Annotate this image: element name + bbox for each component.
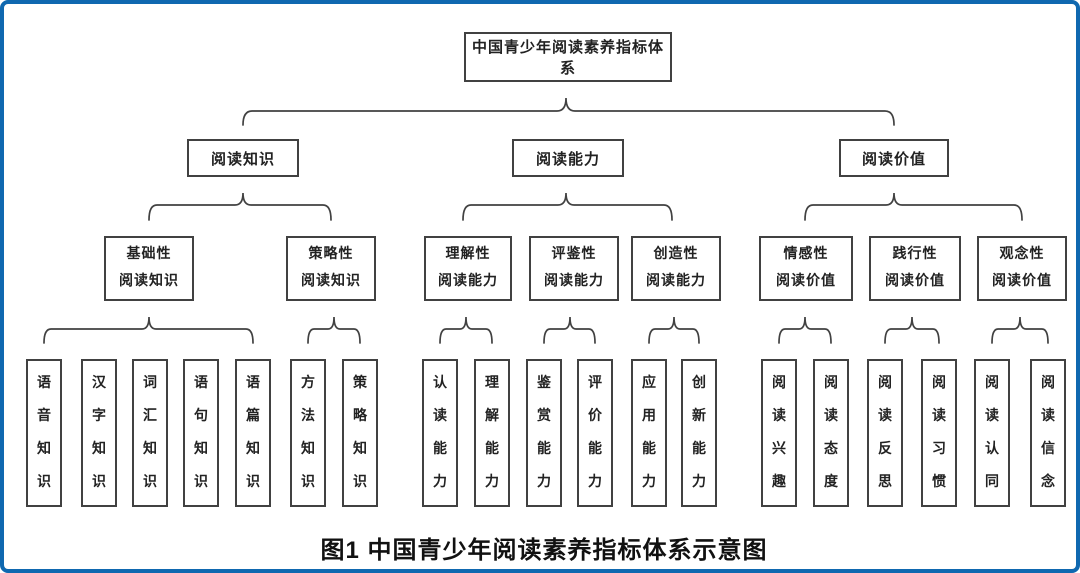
figure-caption: 图1 中国青少年阅读素养指标体系示意图 <box>320 537 768 564</box>
node-leaf-identity: 阅读认同 <box>974 359 1010 507</box>
node-group-comprehension: 理解性 阅读能力 <box>424 236 512 301</box>
brace-group-basic <box>43 316 254 344</box>
node-leaf-recognition: 认读能力 <box>422 359 458 507</box>
node-leaf-method: 方法知识 <box>290 359 326 507</box>
brace-group-strategic <box>307 316 361 344</box>
group-line1: 创造性 <box>653 247 699 262</box>
group-line1: 观念性 <box>999 247 1045 262</box>
node-leaf-reflection: 阅读反思 <box>867 359 903 507</box>
brace-group-comprehension <box>439 316 493 344</box>
group-line2: 阅读价值 <box>992 274 1052 289</box>
node-leaf-attitude: 阅读态度 <box>813 359 849 507</box>
node-leaf-habit: 阅读习惯 <box>921 359 957 507</box>
brace-branch-knowledge <box>148 192 332 221</box>
group-line2: 阅读能力 <box>646 274 706 289</box>
group-line1: 情感性 <box>783 247 829 262</box>
brace-group-practice <box>884 316 940 344</box>
group-line1: 基础性 <box>126 247 172 262</box>
node-leaf-belief: 阅读信念 <box>1030 359 1066 507</box>
node-group-conceptual: 观念性 阅读价值 <box>977 236 1067 301</box>
group-line2: 阅读价值 <box>885 274 945 289</box>
node-leaf-appreciate: 鉴赏能力 <box>526 359 562 507</box>
group-line2: 阅读知识 <box>301 274 361 289</box>
group-line2: 阅读能力 <box>438 274 498 289</box>
node-group-basic: 基础性 阅读知识 <box>104 236 194 301</box>
brace-group-evaluation <box>543 316 596 344</box>
node-group-emotional: 情感性 阅读价值 <box>759 236 853 301</box>
brace-branch-value <box>804 192 1023 221</box>
node-branch-value: 阅读价值 <box>839 139 949 177</box>
brace-root <box>242 97 895 126</box>
node-root: 中国青少年阅读素养指标体系 <box>464 32 672 82</box>
node-leaf-evaluate: 评价能力 <box>577 359 613 507</box>
brace-group-creative <box>648 316 700 344</box>
node-group-creative: 创造性 阅读能力 <box>631 236 721 301</box>
group-line1: 策略性 <box>308 247 354 262</box>
node-leaf-apply: 应用能力 <box>631 359 667 507</box>
brace-branch-ability <box>462 192 673 221</box>
group-line1: 理解性 <box>445 247 491 262</box>
node-leaf-interest: 阅读兴趣 <box>761 359 797 507</box>
node-branch-knowledge: 阅读知识 <box>187 139 299 177</box>
group-line2: 阅读能力 <box>544 274 604 289</box>
group-line2: 阅读知识 <box>119 274 179 289</box>
group-line2: 阅读价值 <box>776 274 836 289</box>
node-leaf-strategy: 策略知识 <box>342 359 378 507</box>
group-line1: 践行性 <box>892 247 938 262</box>
node-leaf-sentence: 语句知识 <box>183 359 219 507</box>
node-leaf-characters: 汉字知识 <box>81 359 117 507</box>
node-group-evaluation: 评鉴性 阅读能力 <box>529 236 619 301</box>
node-leaf-discourse: 语篇知识 <box>235 359 271 507</box>
node-leaf-vocabulary: 词汇知识 <box>132 359 168 507</box>
node-group-practice: 践行性 阅读价值 <box>869 236 961 301</box>
node-group-strategic: 策略性 阅读知识 <box>286 236 376 301</box>
node-leaf-phonetic: 语音知识 <box>26 359 62 507</box>
node-leaf-understand: 理解能力 <box>474 359 510 507</box>
group-line1: 评鉴性 <box>551 247 597 262</box>
node-branch-ability: 阅读能力 <box>512 139 624 177</box>
node-leaf-innovate: 创新能力 <box>681 359 717 507</box>
brace-group-emotional <box>778 316 832 344</box>
brace-connectors <box>43 97 1049 344</box>
brace-group-conceptual <box>991 316 1049 344</box>
